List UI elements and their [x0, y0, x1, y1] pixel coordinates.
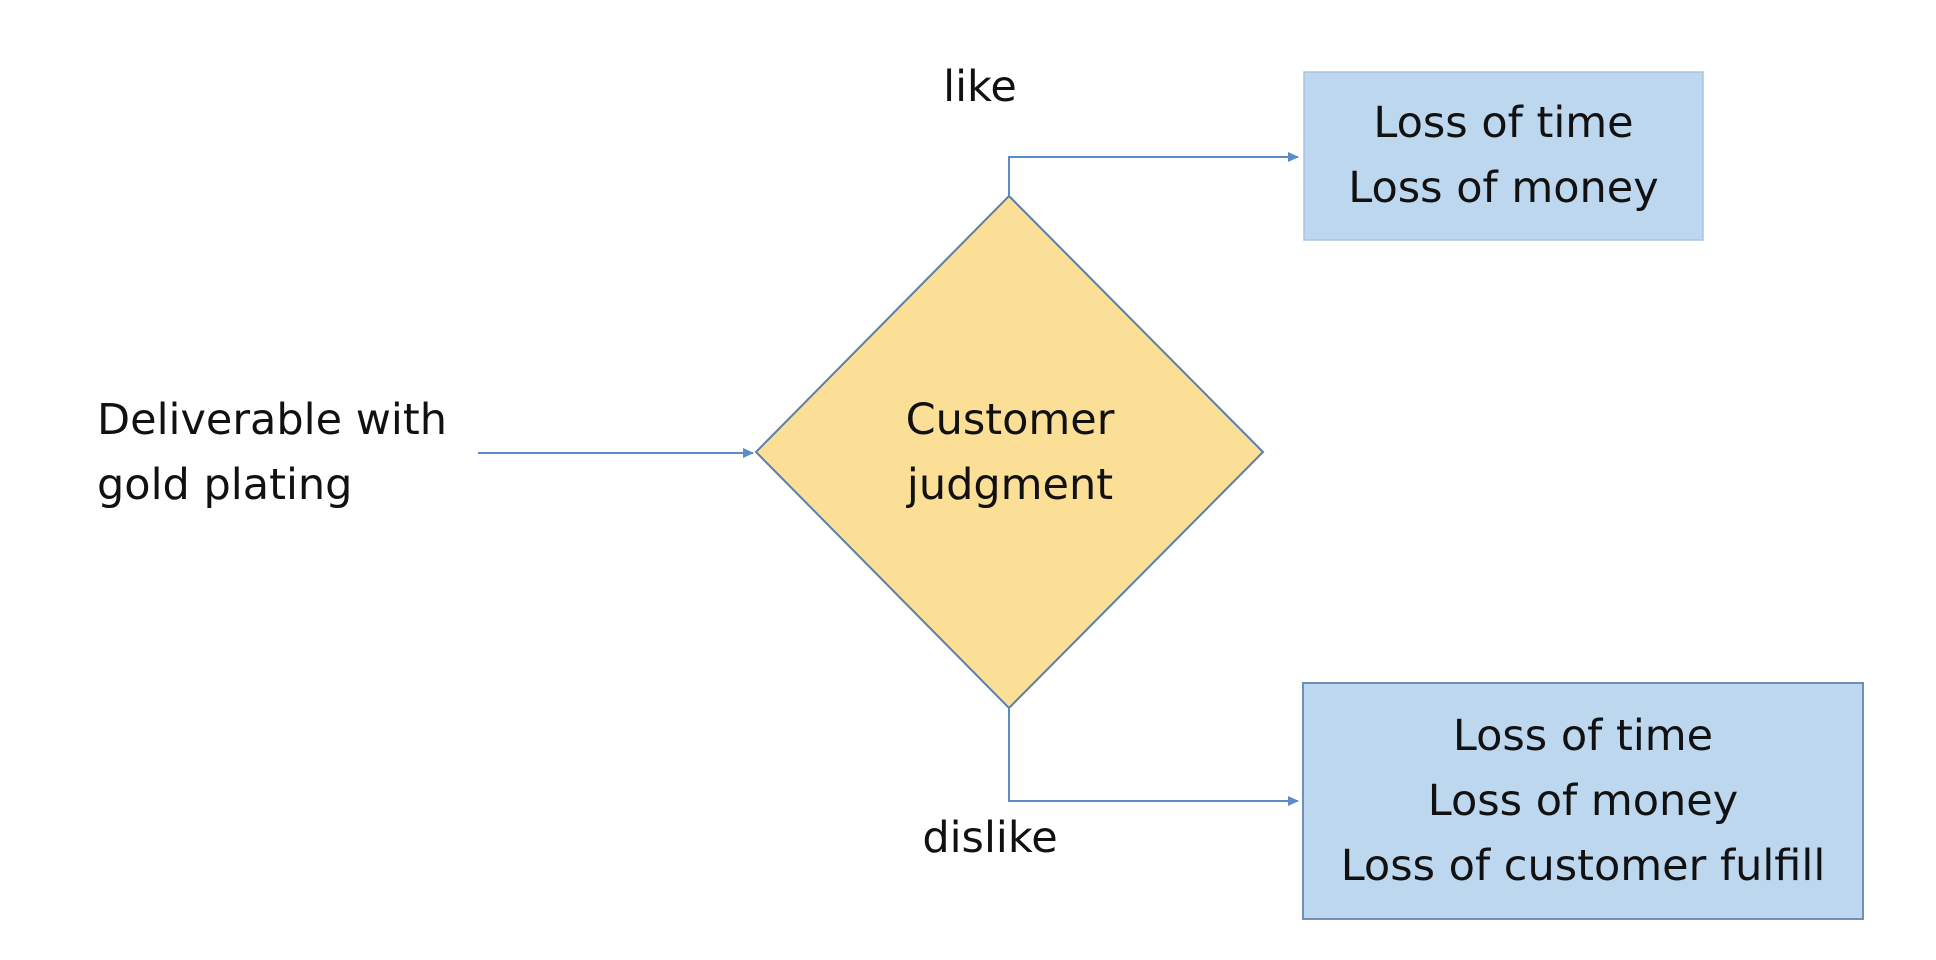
- input-label-line-1: Deliverable with: [97, 395, 447, 445]
- like-outcome-text: Loss of time Loss of money: [1304, 72, 1703, 240]
- decision-label: Customer judgment: [860, 388, 1160, 518]
- like-outcome-line-1: Loss of time: [1373, 98, 1634, 148]
- input-label: Deliverable with gold plating: [97, 388, 447, 518]
- dislike-outcome-text: Loss of time Loss of money Loss of custo…: [1303, 683, 1863, 919]
- input-label-line-2: gold plating: [97, 460, 353, 510]
- dislike-connector: [1008, 708, 1299, 806]
- decision-label-line-1: Customer: [905, 395, 1115, 445]
- dislike-outcome-box: [1302, 682, 1864, 920]
- dislike-outcome-line-1: Loss of time: [1452, 710, 1714, 761]
- dislike-outcome-line-3: Loss of customer fulfill: [1340, 840, 1826, 891]
- decision-label-line-2: judgment: [906, 460, 1114, 510]
- like-outcome-line-2: Loss of money: [1348, 163, 1659, 213]
- dislike-outcome-line-2: Loss of money: [1427, 775, 1739, 826]
- dislike-branch-label: dislike: [922, 813, 1058, 863]
- like-branch-label: like: [943, 62, 1017, 112]
- like-connector: [1008, 152, 1299, 196]
- like-outcome-box: [1303, 71, 1704, 241]
